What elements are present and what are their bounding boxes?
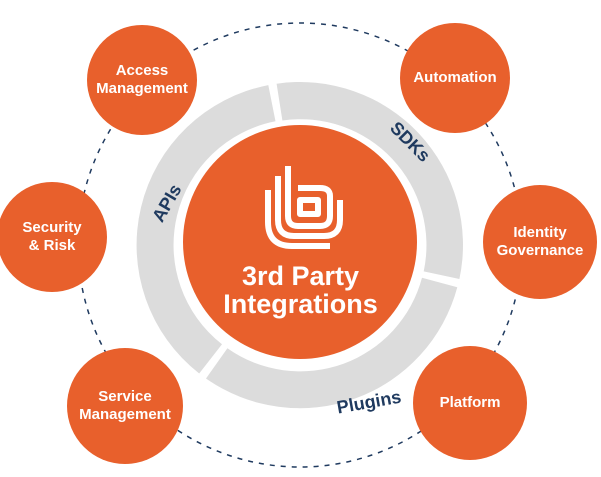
ring-segment-sdks xyxy=(276,82,463,279)
node-service-management-label: Service Management xyxy=(79,388,171,423)
node-identity-governance-label: Identity Governance xyxy=(496,224,584,259)
node-security-risk-label: Security & Risk xyxy=(22,219,82,254)
node-service-management[interactable]: Service Management xyxy=(67,348,183,464)
ring-segment-apis xyxy=(136,85,276,374)
center-title: 3rd Party Integrations xyxy=(223,261,378,319)
node-platform[interactable]: Platform xyxy=(413,346,527,460)
node-access-management-label: Access Management xyxy=(96,62,188,97)
node-access-management[interactable]: Access Management xyxy=(87,25,197,135)
node-automation[interactable]: Automation xyxy=(400,23,510,133)
node-security-risk[interactable]: Security & Risk xyxy=(0,182,107,292)
center-circle xyxy=(183,125,417,359)
logo-icon xyxy=(265,166,343,249)
node-platform-label: Platform xyxy=(439,394,501,411)
node-identity-governance[interactable]: Identity Governance xyxy=(483,185,597,299)
node-automation-label: Automation xyxy=(413,69,497,86)
ring-segment-plugins xyxy=(206,277,458,409)
